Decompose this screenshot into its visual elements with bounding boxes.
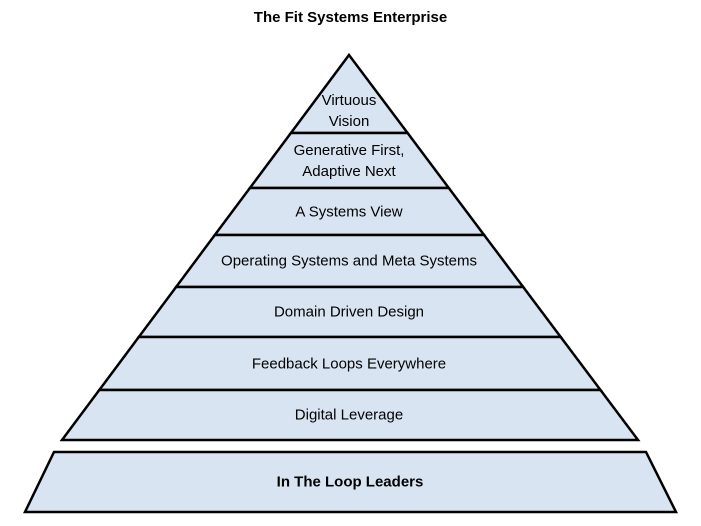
pyramid-layer-shape-6 [59,388,641,442]
diagram-title: The Fit Systems Enterprise [253,9,448,26]
base-band-shape [23,450,679,514]
pyramid-layer-label-5: Feedback Loops Everywhere [251,355,447,372]
pyramid-layer-label-1: Generative First, Adaptive Next [293,141,405,180]
pyramid-layer-label-2: A Systems View [295,203,403,220]
base-band-label: In The Loop Leaders [276,473,424,491]
pyramid-layer-label-3: Operating Systems and Meta Systems [221,252,477,270]
pyramid-layer-label-6: Digital Leverage [294,406,404,424]
pyramid-layer-label-4: Domain Driven Design [273,303,425,321]
pyramid-layer-label-0: Virtuous Vision [321,92,377,130]
